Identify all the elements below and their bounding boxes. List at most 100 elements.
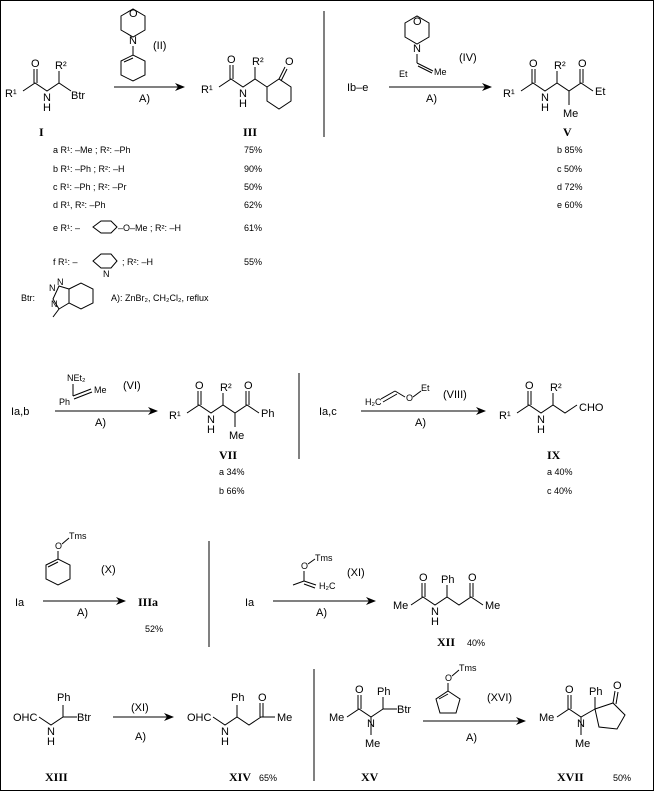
compound-V-label: V (563, 125, 572, 139)
svg-text:O: O (195, 380, 204, 392)
svg-text:R²: R² (220, 382, 232, 394)
svg-text:H: H (431, 616, 439, 628)
svg-text:Me: Me (575, 738, 590, 750)
svg-text:H₂C: H₂C (319, 581, 336, 591)
svg-text:O: O (355, 684, 364, 696)
yield-V-b: b 85% (557, 145, 583, 155)
entry-f-suffix: ; R²: –H (122, 257, 153, 267)
svg-text:N: N (129, 35, 137, 47)
entry-a: a R¹: –Me ; R²: –Ph (53, 145, 131, 155)
structure-XII: Me O Ph O N H Me (393, 572, 500, 628)
compound-XIV-label: XIV (229, 770, 251, 784)
btr-definition: Btr: N N N (21, 277, 94, 318)
arrow-label: A) (135, 731, 146, 743)
svg-text:O: O (31, 58, 40, 70)
svg-text:Me: Me (434, 67, 447, 77)
svg-text:R²: R² (550, 382, 562, 394)
svg-text:N: N (413, 43, 421, 55)
compound-I-label: I (39, 125, 44, 139)
structure-XV: Me O Ph N Me Btr (329, 684, 411, 750)
arrow-label: A) (316, 607, 327, 619)
svg-text:O: O (129, 8, 138, 20)
entry-c: c R¹: –Ph ; R²: –Pr (53, 182, 127, 192)
reagent-II-label: (II) (153, 40, 166, 52)
structure-V: O R² O R¹ N H Me Et (503, 58, 605, 120)
svg-text:N: N (43, 92, 51, 104)
arrow-label: A) (77, 607, 88, 619)
yield-V-c: c 50% (557, 164, 582, 174)
svg-text:Ph: Ph (589, 686, 602, 698)
reagent-VIII-structure: H₂C O Et (365, 383, 430, 407)
yield-c: 50% (244, 182, 262, 192)
svg-text:OHC: OHC (187, 712, 212, 724)
svg-text:H: H (221, 736, 229, 748)
reagent-X-label: (X) (101, 564, 116, 576)
arrow-label: A) (95, 417, 106, 429)
reagent-XVI-label: (XVI) (487, 692, 512, 704)
svg-text:O: O (468, 572, 477, 584)
svg-text:O: O (55, 541, 62, 551)
reagent-VIII-label: (VIII) (443, 389, 467, 401)
structure-I: O R² R¹ N H Btr (5, 58, 85, 114)
svg-text:O: O (613, 680, 622, 692)
reagent-VI-label: (VI) (123, 380, 141, 392)
svg-text:N: N (51, 299, 58, 309)
svg-text:O: O (419, 572, 428, 584)
entry-b: b R¹: –Ph ; R²: –H (53, 164, 125, 174)
svg-text:R¹: R¹ (201, 84, 213, 96)
svg-text:N: N (221, 726, 229, 738)
svg-text:O: O (227, 54, 236, 66)
arrow-label: A) (466, 732, 477, 744)
phenyl-ring-e (92, 220, 118, 234)
svg-text:Tms: Tms (69, 531, 87, 541)
svg-text:Ph: Ph (261, 408, 274, 420)
svg-text:N: N (431, 606, 439, 618)
svg-text:Btr: Btr (71, 90, 85, 102)
svg-text:CHO: CHO (579, 402, 604, 414)
svg-text:Ph: Ph (377, 686, 390, 698)
svg-text:O: O (285, 56, 294, 68)
structure-XIV: OHC Ph O N H Me (187, 692, 292, 748)
arrow-label: A) (139, 93, 150, 105)
structure-III: O R² R¹ N H O (201, 54, 294, 110)
svg-text:H: H (239, 98, 247, 110)
yield-XIV: 65% (259, 773, 277, 783)
reaction-conditions: A): ZnBr₂, CH₂Cl₂, reflux (111, 293, 209, 303)
svg-text:H: H (541, 102, 549, 114)
yield-XVII: 50% (613, 773, 631, 783)
svg-text:R²: R² (252, 56, 264, 68)
reagent-XI-label: (XI) (347, 567, 365, 579)
svg-text:N: N (239, 88, 247, 100)
structure-XIII: OHC Ph N H Btr (13, 692, 91, 748)
start-Ia-b: Ia,b (11, 406, 29, 418)
svg-text:O: O (301, 561, 308, 571)
yield-d: 62% (244, 200, 262, 210)
pyridyl-ring-f (92, 253, 118, 269)
yield-IIIa: 52% (145, 624, 163, 634)
yield-IX-c: c 40% (547, 486, 572, 496)
yield-VII-b: b 66% (219, 486, 245, 496)
substituent-table: a R¹: –Me ; R²: –Ph 75% b R¹: –Ph ; R²: … (53, 145, 262, 279)
svg-text:R¹: R¹ (499, 410, 511, 422)
svg-text:N: N (103, 269, 110, 279)
start-Ib-e: Ib–e (347, 82, 368, 94)
svg-text:R¹: R¹ (5, 88, 17, 100)
reagent-IV-structure: O N Et Me (399, 15, 447, 79)
entry-e: e R¹: – (53, 223, 80, 233)
yield-VII-a: a 34% (219, 467, 245, 477)
svg-text:OHC: OHC (13, 712, 38, 724)
svg-text:O: O (413, 16, 422, 28)
svg-text:R²: R² (55, 60, 67, 72)
svg-text:R¹: R¹ (503, 88, 515, 100)
svg-text:R¹: R¹ (169, 410, 181, 422)
yield-XII: 40% (467, 638, 485, 648)
svg-text:N: N (47, 726, 55, 738)
svg-text:Me: Me (229, 430, 244, 442)
svg-text:Me: Me (329, 712, 344, 724)
svg-text:N: N (541, 92, 549, 104)
reagent-IV-label: (IV) (459, 52, 477, 64)
svg-text:N: N (49, 283, 56, 293)
svg-text:O: O (406, 393, 413, 403)
